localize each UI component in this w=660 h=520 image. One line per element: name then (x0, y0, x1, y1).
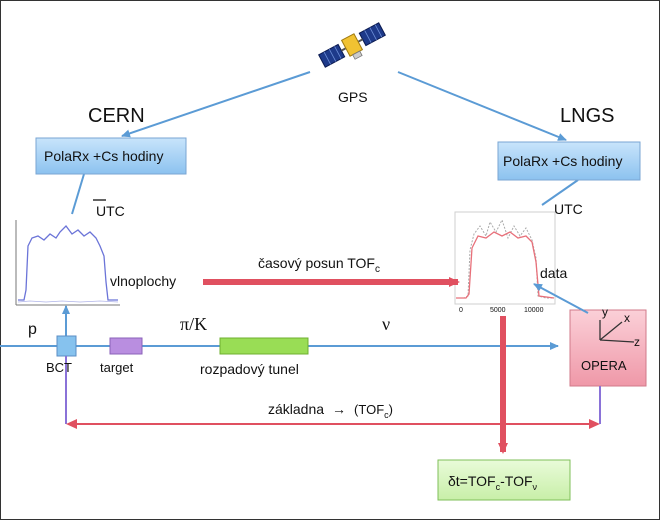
tick-label-10000: 10000 (524, 307, 544, 314)
time-shift-main: časový posun TOF (258, 255, 375, 271)
pi-k-label: π/K (180, 314, 207, 334)
result-sub-nu: ν (533, 482, 538, 492)
axis-y-label: y (602, 305, 608, 319)
bct-component (56, 335, 77, 357)
clock-box-cern (35, 137, 187, 175)
gps-label: GPS (338, 89, 368, 105)
result-sub-c: c (496, 482, 501, 492)
baseline-tof: (TOF (354, 402, 384, 417)
opera-label: OPERA (581, 358, 627, 373)
opera-detector-box (569, 309, 647, 387)
cern-label: CERN (88, 105, 145, 127)
decay-tunnel-label: rozpadový tunel (200, 361, 299, 377)
tick-label-5000: 5000 (490, 307, 506, 314)
time-shift-label: časový posun TOFc (258, 255, 380, 275)
clock-right-connector (541, 179, 579, 206)
bct-label: BCT (46, 360, 72, 375)
tick-label-0: 0 (459, 307, 463, 314)
clock-left-label: PolaRx +Cs hodiny (44, 148, 163, 164)
gps-to-cern-arrow (121, 71, 311, 138)
data-label: data (540, 265, 567, 281)
clock-right-label: PolaRx +Cs hodiny (503, 153, 622, 169)
result-main: δt=TOF (448, 473, 496, 489)
target-label: target (100, 360, 134, 375)
axis-x-label: x (624, 311, 630, 325)
gps-satellite-icon (318, 22, 386, 68)
proton-label: p (28, 321, 37, 338)
baseline-close: ) (389, 402, 393, 417)
baseline-label: základna → (TOFc) (268, 401, 393, 420)
result-mid: -TOF (500, 473, 532, 489)
baseline-sub: c (384, 410, 389, 420)
baseline-main: základna (268, 401, 324, 417)
utc-right-label: UTC (554, 201, 583, 217)
target-component (109, 337, 143, 355)
baseline-arrow-glyph: → (332, 401, 346, 417)
clock-left-connector (71, 173, 85, 215)
left-waveform-plot (15, 220, 120, 306)
right-waveform-plot: 0 5000 10000 (454, 211, 556, 314)
result-box (437, 459, 571, 501)
decay-tunnel-component (219, 337, 309, 355)
opera-to-data-arrow (533, 283, 589, 314)
lngs-label: LNGS (560, 105, 614, 127)
time-shift-sub: c (375, 264, 380, 275)
neutrino-label: ν (382, 314, 390, 334)
axes-icon (599, 320, 635, 343)
gps-to-lngs-arrow (397, 71, 567, 141)
result-label: δt=TOFc-TOFν (448, 473, 538, 492)
utc-left-label: UTC (96, 203, 125, 219)
clock-box-lngs (497, 141, 641, 181)
axis-z-label: z (634, 335, 640, 349)
waveforms-label: vlnoplochy (110, 273, 176, 289)
